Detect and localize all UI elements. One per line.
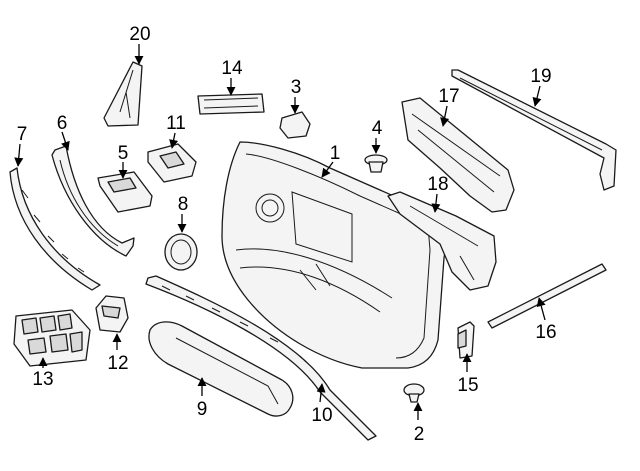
part-5-switch-bezel (97, 171, 153, 213)
part-19-molding-strip (451, 69, 617, 191)
callout-6: 6 (57, 113, 68, 134)
part-10-lower-strip (145, 275, 377, 441)
leader-19 (532, 85, 542, 107)
leader-17 (440, 105, 450, 127)
part-3-clip (279, 111, 311, 139)
callout-18: 18 (427, 174, 448, 195)
part-13-switch-block (13, 309, 91, 367)
leader-7 (14, 143, 24, 167)
callout-19: 19 (530, 66, 551, 87)
part-17-armrest-trim (401, 97, 515, 213)
part-20-pillar-trim (103, 61, 143, 127)
part-12-single-switch (95, 295, 129, 333)
leader-16 (536, 297, 546, 321)
callout-15: 15 (457, 375, 478, 396)
part-9-armrest-pad (148, 321, 294, 417)
callout-10: 10 (311, 405, 332, 426)
callout-2: 2 (414, 424, 425, 445)
callout-1: 1 (330, 143, 341, 164)
leader-1 (321, 161, 334, 178)
callout-12: 12 (107, 353, 128, 374)
leader-11 (169, 132, 179, 149)
part-16-weatherstrip (487, 263, 607, 329)
part-4-fastener (364, 154, 388, 173)
leader-10 (316, 383, 326, 403)
part-6-curved-trim (51, 145, 135, 257)
callout-14: 14 (221, 58, 243, 79)
callout-11: 11 (166, 113, 186, 134)
callout-8: 8 (178, 194, 189, 215)
callout-20: 20 (129, 24, 150, 45)
part-14-grille (197, 93, 265, 115)
part-7-trim-strip (9, 167, 101, 291)
callout-7: 7 (17, 124, 28, 145)
callout-5: 5 (118, 143, 129, 164)
callout-13: 13 (32, 369, 53, 390)
callout-17: 17 (438, 86, 459, 107)
leader-arrows (14, 44, 546, 420)
part-2-pin-clip (403, 383, 425, 403)
callout-9: 9 (197, 399, 208, 420)
callout-3: 3 (291, 77, 302, 98)
part-11-window-switch (147, 143, 197, 183)
part-8-speaker-ring (164, 233, 198, 271)
callout-4: 4 (372, 118, 383, 139)
part-18-pull-bracket (387, 191, 497, 291)
leader-18 (431, 193, 441, 213)
callout-labels: 1 2 3 4 5 6 7 8 9 10 11 12 13 14 15 16 1… (17, 24, 557, 445)
leader-6 (61, 131, 70, 151)
callout-16: 16 (535, 322, 556, 343)
part-15-connector (457, 321, 475, 359)
